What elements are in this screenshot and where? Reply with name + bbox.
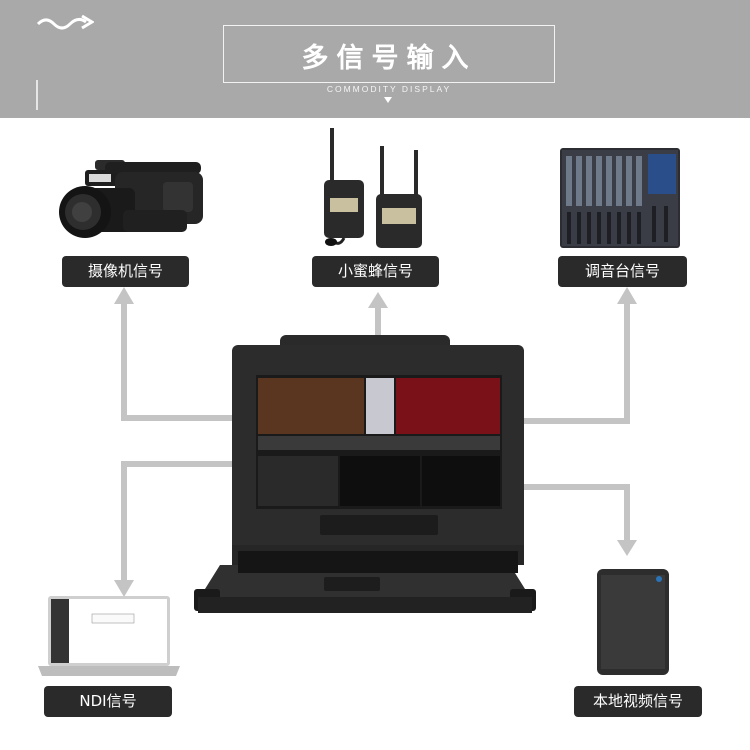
local-video-signal-label: 本地视频信号 xyxy=(574,686,702,717)
mixer-arrowhead xyxy=(617,287,637,304)
camera-arrowhead xyxy=(114,287,134,304)
wave-arrow-icon xyxy=(36,14,94,30)
local-arrowhead xyxy=(617,540,637,556)
audio-mixer-image xyxy=(560,148,684,248)
camera-connector xyxy=(121,300,238,421)
local-connector xyxy=(522,484,630,544)
ndi-connector xyxy=(121,461,238,584)
mic-arrowhead xyxy=(368,292,388,308)
external-drive-image xyxy=(597,569,671,677)
mixer-connector xyxy=(522,300,630,424)
header-banner: 多信号输入 COMMODITY DISPLAY xyxy=(0,0,750,118)
wireless-mic-image xyxy=(318,128,430,250)
laptop-image xyxy=(38,596,180,678)
page-title: 多信号输入 xyxy=(301,43,477,74)
chevron-down-icon xyxy=(384,97,392,103)
ndi-signal-label: NDI信号 xyxy=(44,686,172,717)
ndi-arrowhead xyxy=(114,580,134,597)
mixer-signal-label: 调音台信号 xyxy=(558,256,687,287)
camera-signal-label: 摄像机信号 xyxy=(62,256,189,287)
camcorder-image xyxy=(55,150,207,250)
mic-signal-label: 小蜜蜂信号 xyxy=(312,256,439,287)
page-subtitle: COMMODITY DISPLAY xyxy=(310,84,468,94)
title-frame xyxy=(223,25,555,83)
banner-divider xyxy=(36,80,38,110)
portable-workstation-image xyxy=(190,335,540,620)
